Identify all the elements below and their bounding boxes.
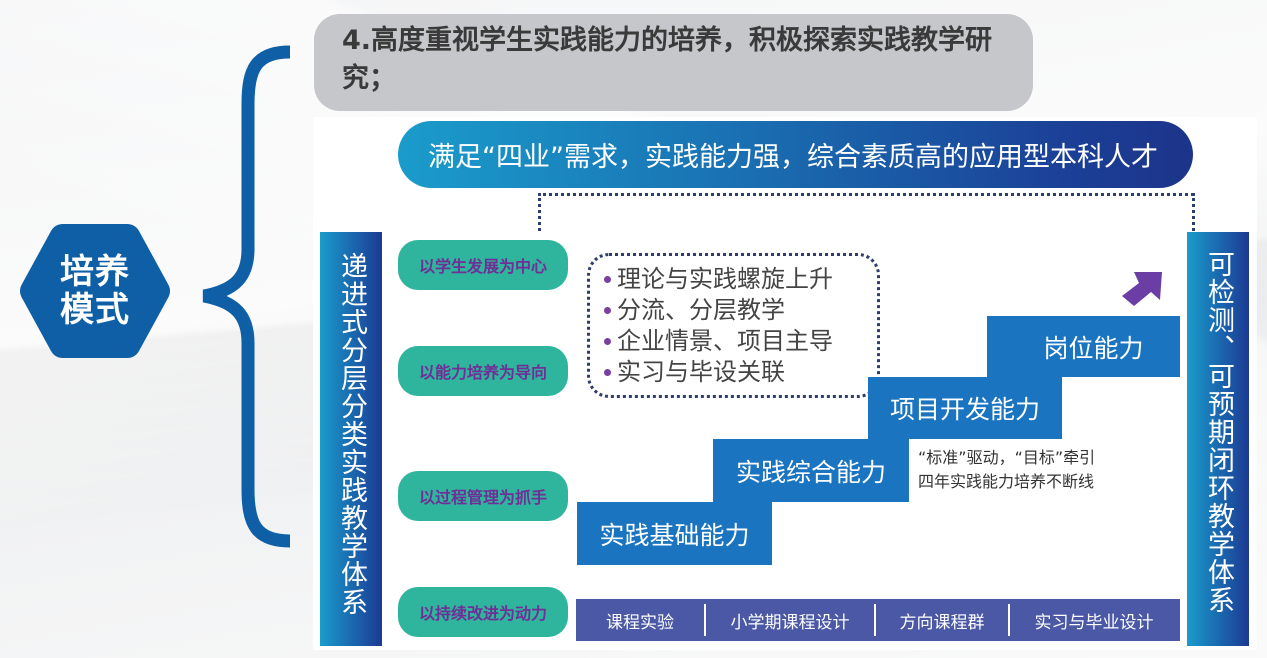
- principle-label: 以持续改进为动力: [418, 604, 547, 623]
- note-text: “标准”驱动，“目标”牵引 四年实践能力培养不断线: [918, 446, 1095, 494]
- principle-label: 以能力培养为导向: [418, 363, 547, 382]
- principle-pill-process-management: 以过程管理为抓手: [398, 471, 568, 521]
- bullet-text: 分流、分层教学: [617, 296, 785, 324]
- hexagon-shape: [20, 224, 170, 358]
- list-item: 实习与毕设关联: [604, 357, 833, 388]
- dotted-connector-left: [538, 193, 541, 231]
- principle-pill-continuous-improvement: 以持续改进为动力: [398, 587, 568, 637]
- note-line1: “标准”驱动，“目标”牵引: [918, 448, 1096, 467]
- bullet-text: 理论与实践螺旋上升: [617, 265, 833, 293]
- step-label: 项目开发能力: [889, 395, 1040, 424]
- step-label: 实践基础能力: [599, 520, 750, 550]
- divider: [1008, 604, 1010, 636]
- course-stage-item: 小学期课程设计: [730, 612, 850, 633]
- note-line2: 四年实践能力培养不断线: [918, 472, 1095, 491]
- header-box: 4.高度重视学生实践能力的培养，积极探索实践教学研究；: [314, 14, 1033, 111]
- up-right-arrow-icon: [1118, 268, 1164, 308]
- teaching-features-list: 理论与实践螺旋上升 分流、分层教学 企业情景、项目主导 实习与毕设关联: [604, 264, 833, 388]
- step-label: 岗位能力: [1043, 333, 1144, 363]
- course-stage-item: 方向课程群: [899, 612, 985, 633]
- left-system-bar: 递进式分层分类实践教学体系: [320, 232, 382, 646]
- principle-label: 以过程管理为抓手: [418, 488, 547, 507]
- badge-line2: 模式: [60, 290, 130, 330]
- step-comprehensive-practice: 实践综合能力: [713, 439, 909, 502]
- course-stage-bar: 课程实验 小学期课程设计 方向课程群 实习与毕业设计: [576, 599, 1180, 641]
- principle-pill-ability-oriented: 以能力培养为导向: [398, 346, 568, 396]
- left-system-text: 递进式分层分类实践教学体系: [336, 252, 367, 616]
- header-text: 4.高度重视学生实践能力的培养，积极探索实践教学研究；: [342, 25, 993, 94]
- badge-line1: 培养: [60, 252, 130, 292]
- list-item: 企业情景、项目主导: [604, 326, 833, 357]
- step-project-development: 项目开发能力: [868, 377, 1062, 439]
- bullet-icon: [604, 276, 611, 283]
- step-job-ability: 岗位能力: [987, 316, 1180, 377]
- principle-pill-student-centered: 以学生发展为中心: [398, 240, 568, 290]
- goal-banner-text: 满足“四业”需求，实践能力强，综合素质高的应用型本科人才: [428, 142, 1158, 173]
- list-item: 分流、分层教学: [604, 295, 833, 326]
- bullet-icon: [604, 338, 611, 345]
- bullet-text: 企业情景、项目主导: [617, 327, 833, 355]
- course-stage-item: 实习与毕业设计: [1034, 612, 1154, 633]
- curly-brace-icon: [196, 44, 296, 549]
- course-stage-item: 课程实验: [606, 612, 674, 633]
- training-mode-badge: 培养 模式: [18, 222, 172, 360]
- teaching-features-box: 理论与实践螺旋上升 分流、分层教学 企业情景、项目主导 实习与毕设关联: [587, 253, 880, 398]
- bullet-icon: [604, 369, 611, 376]
- right-system-text: 可检测、可预期闭环教学体系: [1203, 250, 1234, 614]
- divider: [704, 604, 706, 636]
- goal-banner: 满足“四业”需求，实践能力强，综合素质高的应用型本科人才: [398, 121, 1193, 188]
- dotted-connector-right: [1192, 193, 1195, 231]
- divider: [874, 604, 876, 636]
- principle-label: 以学生发展为中心: [418, 257, 547, 276]
- bullet-text: 实习与毕设关联: [617, 358, 785, 386]
- list-item: 理论与实践螺旋上升: [604, 264, 833, 295]
- step-basic-practice: 实践基础能力: [577, 502, 772, 565]
- right-system-bar: 可检测、可预期闭环教学体系: [1187, 232, 1249, 646]
- bullet-icon: [604, 307, 611, 314]
- dotted-connector-top: [538, 193, 1194, 196]
- step-label: 实践综合能力: [735, 457, 886, 487]
